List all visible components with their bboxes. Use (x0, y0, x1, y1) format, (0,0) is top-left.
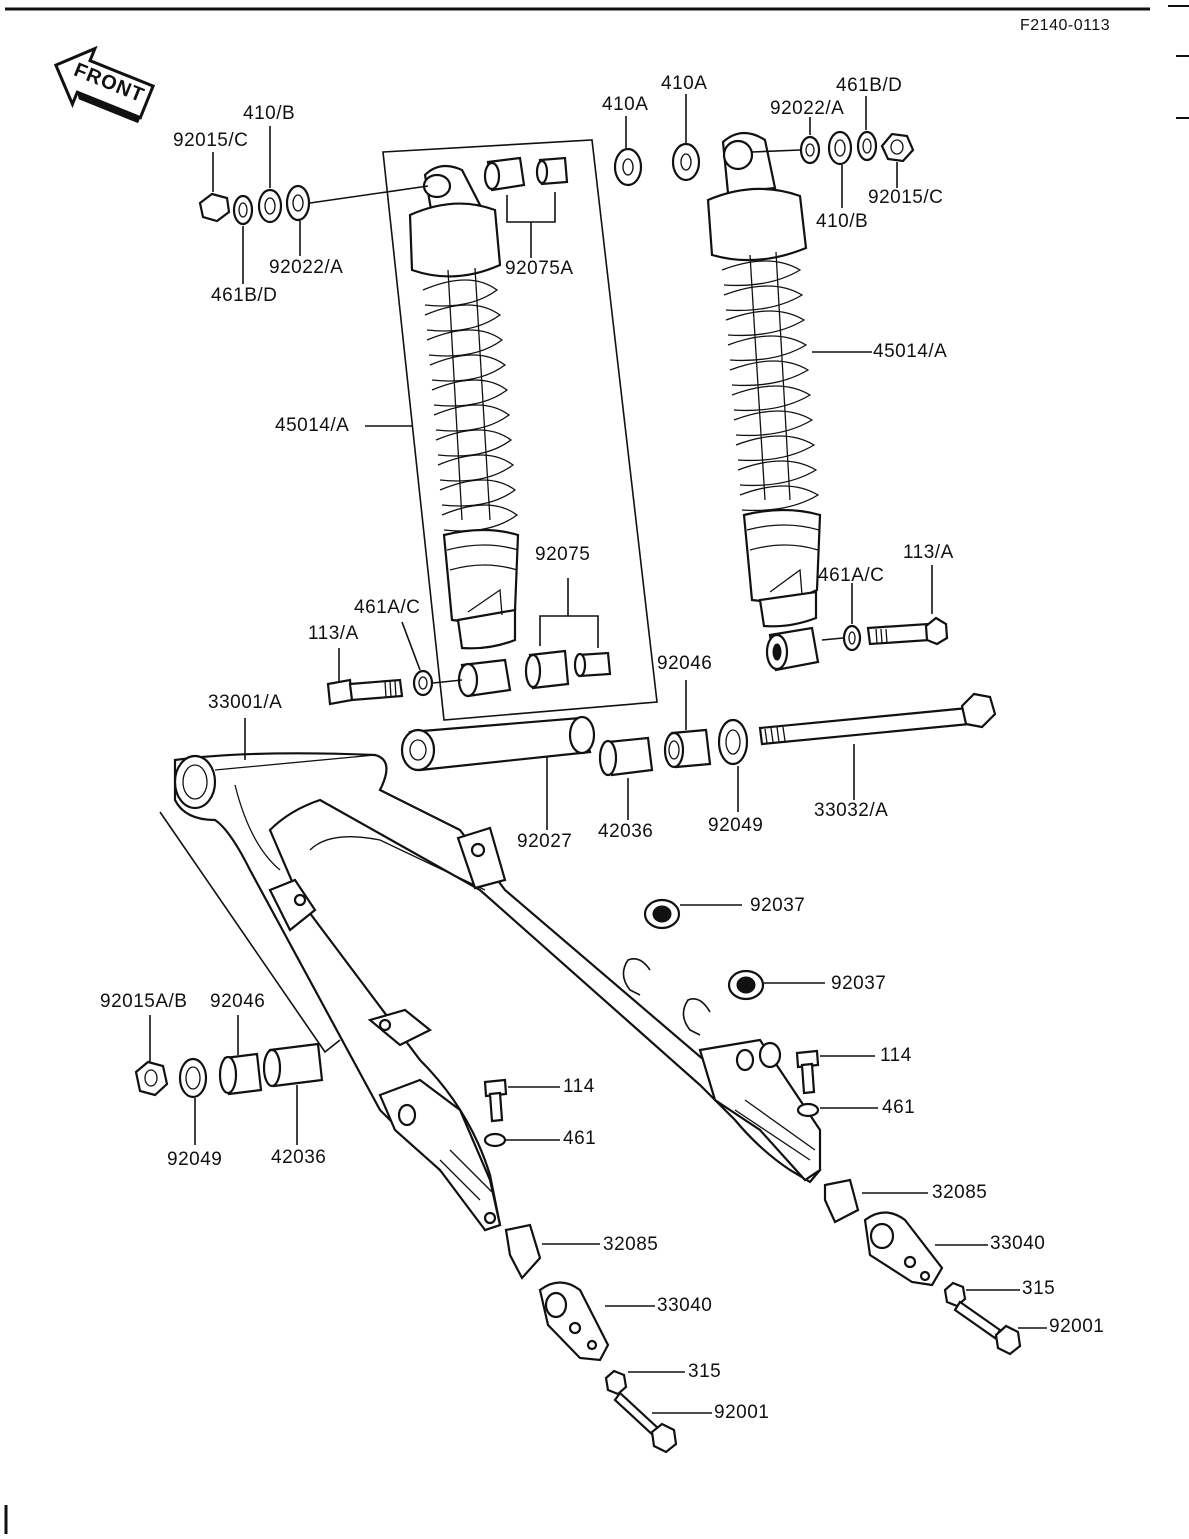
label-32085-right: 32085 (932, 1182, 988, 1203)
label-114-right: 114 (880, 1045, 912, 1066)
label-114-left: 114 (563, 1076, 595, 1097)
label-92022a-right: 92022/A (770, 98, 845, 119)
label-33040-left: 33040 (657, 1295, 713, 1316)
label-92075: 92075 (535, 544, 591, 565)
label-42036-left: 42036 (271, 1147, 327, 1168)
label-92046-top: 92046 (657, 653, 713, 674)
label-461ac-right: 461A/C (818, 565, 885, 586)
label-461-left: 461 (563, 1128, 597, 1149)
label-315-left: 315 (688, 1361, 722, 1382)
label-92001-left: 92001 (714, 1402, 770, 1423)
label-33040-right: 33040 (990, 1233, 1046, 1254)
label-42036-top: 42036 (598, 821, 654, 842)
label-461-right: 461 (882, 1097, 916, 1118)
label-92015ab: 92015A/B (100, 991, 188, 1012)
label-92022a-left: 92022/A (269, 257, 344, 278)
label-461bd-left: 461B/D (211, 285, 278, 306)
label-410a-2: 410A (661, 73, 708, 94)
front-arrow-icon (53, 45, 156, 124)
label-92037-2: 92037 (831, 973, 887, 994)
label-45014a-right: 45014/A (873, 341, 948, 362)
label-113a-right: 113/A (903, 542, 954, 563)
label-92049-top: 92049 (708, 815, 764, 836)
right-shock-absorber-drawing (613, 94, 949, 672)
label-92049-left: 92049 (167, 1149, 223, 1170)
label-410b-left: 410/B (243, 103, 296, 124)
label-461bd-right: 461B/D (836, 75, 903, 96)
label-410a-1: 410A (602, 94, 649, 115)
label-92075a: 92075A (505, 258, 574, 279)
pivot-hardware-drawing (400, 680, 997, 830)
label-33001a: 33001/A (208, 692, 283, 713)
misc-hardware-drawing (134, 898, 1047, 1454)
swingarm-drawing (159, 718, 822, 1232)
label-113a-left: 113/A (308, 623, 359, 644)
label-92015c-left: 92015/C (173, 130, 249, 151)
left-shock-absorber-drawing (198, 126, 658, 721)
diagram-code: F2140-0113 (1020, 17, 1111, 34)
label-92046-left: 92046 (210, 991, 266, 1012)
label-32085-left: 32085 (603, 1234, 659, 1255)
label-92037-1: 92037 (750, 895, 806, 916)
label-410b-right: 410/B (816, 211, 869, 232)
label-92015c-right: 92015/C (868, 187, 944, 208)
label-92001-right: 92001 (1049, 1316, 1105, 1337)
label-33032a: 33032/A (814, 800, 889, 821)
label-315-right: 315 (1022, 1278, 1056, 1299)
label-45014a-left: 45014/A (275, 415, 350, 436)
label-461ac-left: 461A/C (354, 597, 421, 618)
label-92027: 92027 (517, 831, 573, 852)
